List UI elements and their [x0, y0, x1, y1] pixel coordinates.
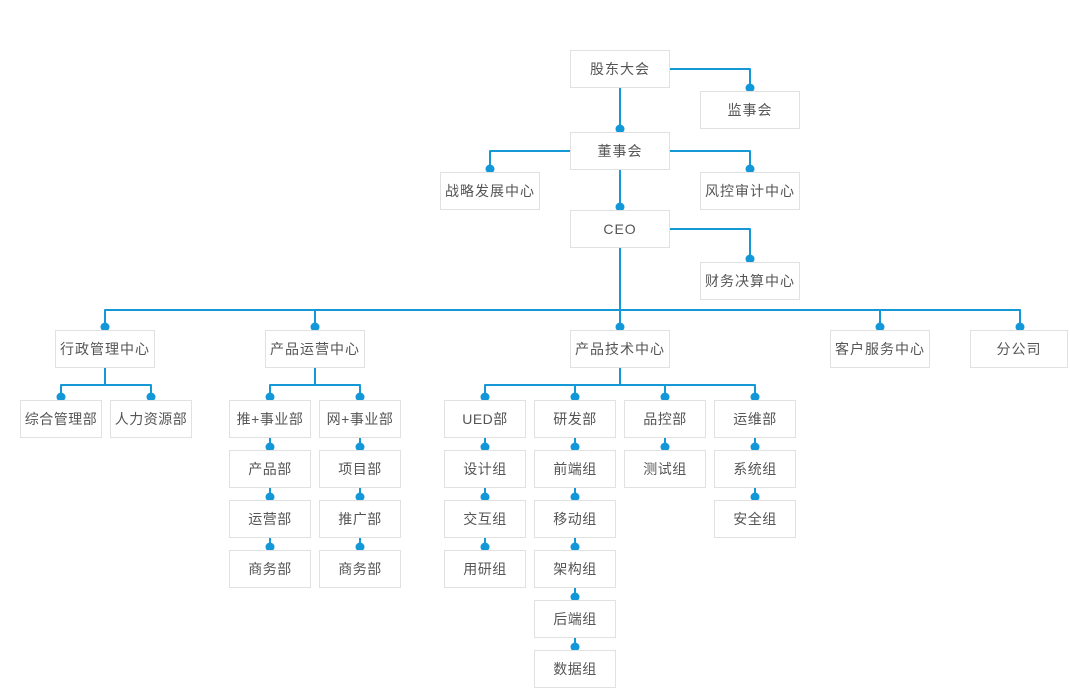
node-system-team: 系统组 — [714, 450, 796, 488]
node-product-ops-center: 产品运营中心 — [265, 330, 365, 368]
node-general-management-dept: 综合管理部 — [20, 400, 102, 438]
node-operation-dept: 运营部 — [229, 500, 311, 538]
node-qc-dept: 品控部 — [624, 400, 706, 438]
node-wang-business-dept: 网+事业部 — [319, 400, 401, 438]
node-admin-center: 行政管理中心 — [55, 330, 155, 368]
node-hr-dept: 人力资源部 — [110, 400, 192, 438]
node-frontend-team: 前端组 — [534, 450, 616, 488]
node-mobile-team: 移动组 — [534, 500, 616, 538]
node-supervisory-board: 监事会 — [700, 91, 800, 129]
node-product-tech-center: 产品技术中心 — [570, 330, 670, 368]
node-tui-business-dept: 推+事业部 — [229, 400, 311, 438]
node-data-team: 数据组 — [534, 650, 616, 688]
node-ceo: CEO — [570, 210, 670, 248]
node-board-of-directors: 董事会 — [570, 132, 670, 170]
node-shareholders-meeting: 股东大会 — [570, 50, 670, 88]
node-om-dept: 运维部 — [714, 400, 796, 438]
node-finance-center: 财务决算中心 — [700, 262, 800, 300]
node-business-dept-tui: 商务部 — [229, 550, 311, 588]
node-business-dept-wang: 商务部 — [319, 550, 401, 588]
node-customer-service-center: 客户服务中心 — [830, 330, 930, 368]
node-branch-company: 分公司 — [970, 330, 1068, 368]
node-test-team: 测试组 — [624, 450, 706, 488]
node-risk-audit-center: 风控审计中心 — [700, 172, 800, 210]
node-strategy-center: 战略发展中心 — [440, 172, 540, 210]
node-project-dept: 项目部 — [319, 450, 401, 488]
node-security-team: 安全组 — [714, 500, 796, 538]
node-promotion-dept: 推广部 — [319, 500, 401, 538]
node-rd-dept: 研发部 — [534, 400, 616, 438]
node-ued-dept: UED部 — [444, 400, 526, 438]
node-backend-team: 后端组 — [534, 600, 616, 638]
node-interaction-team: 交互组 — [444, 500, 526, 538]
node-user-research-team: 用研组 — [444, 550, 526, 588]
node-product-dept: 产品部 — [229, 450, 311, 488]
node-design-team: 设计组 — [444, 450, 526, 488]
node-architecture-team: 架构组 — [534, 550, 616, 588]
